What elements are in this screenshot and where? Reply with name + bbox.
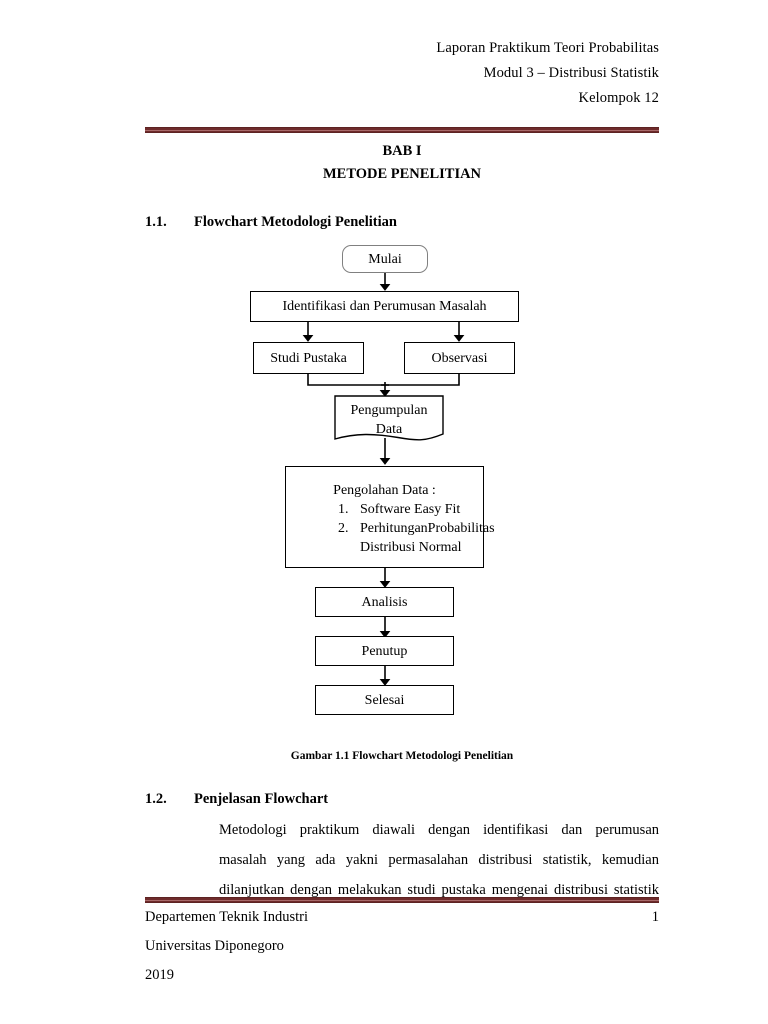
flow-node-processing: Pengolahan Data : 1. Software Easy Fit 2.… [285, 466, 495, 568]
flow-node-identify-label: Identifikasi dan Perumusan Masalah [282, 299, 487, 314]
flow-node-processing-item-2-label-cont: Distribusi Normal [360, 540, 462, 555]
flow-node-literature-label: Studi Pustaka [270, 350, 347, 366]
chapter-title: METODE PENELITIAN [322, 166, 482, 182]
flow-node-collect-data: Pengumpulan Data [334, 395, 444, 443]
flow-node-processing-item-1: 1. Software Easy Fit [338, 500, 483, 519]
footer-year: 2019 [145, 967, 174, 983]
body-paragraph-line-3: dilanjutkan dengan melakukan studi pusta… [219, 882, 659, 898]
flow-node-observation: Observasi [404, 342, 515, 374]
flow-node-processing-item-2-label: PerhitunganProbabilitas [360, 521, 495, 536]
flow-node-processing-item-1-label: Software Easy Fit [360, 502, 461, 517]
flow-node-processing-item-2-cont: Distribusi Normal [338, 538, 483, 557]
page-footer: Departemen Teknik Industri 1 Universitas… [145, 903, 659, 990]
flow-node-observation-label: Observasi [431, 350, 488, 366]
body-paragraph-line-2: masalah yang ada yakni permasalahan dist… [219, 852, 659, 868]
footer-row-year: 2019 [145, 961, 659, 990]
flow-node-end: Selesai [315, 685, 454, 715]
flow-node-processing-list: 1. Software Easy Fit 2. PerhitunganProbabi… [286, 500, 495, 557]
section-number-1-1: 1.1. [145, 214, 167, 230]
flow-node-closing-label: Penutup [361, 643, 408, 659]
header-line-report: Laporan Praktikum Teori Probabilitas [436, 40, 659, 56]
body-paragraph-line-1: Metodologi praktikum diawali dengan iden… [219, 822, 659, 838]
footer-page-number: 1 [651, 909, 659, 925]
header-line-module: Modul 3 – Distribusi Statistik [483, 65, 659, 81]
flow-node-analysis-label: Analisis [361, 594, 408, 610]
section-heading-1-1: 1.1. Flowchart Metodologi Penelitian [145, 214, 397, 231]
flow-node-analysis: Analisis [315, 587, 454, 617]
flow-node-closing: Penutup [315, 636, 454, 666]
section-number-1-2: 1.2. [145, 791, 167, 807]
flow-node-collect-data-line2: Data [375, 422, 403, 437]
figure-caption: Gambar 1.1 Flowchart Metodologi Peneliti… [290, 750, 514, 762]
flow-node-start: Mulai [342, 245, 428, 273]
flow-node-processing-item-2: 2. PerhitunganProbabilitas [338, 519, 495, 538]
header-line-group: Kelompok 12 [578, 90, 659, 106]
flow-node-collect-data-line1: Pengumpulan [350, 403, 428, 418]
flow-node-processing-title: Pengolahan Data : [333, 483, 436, 498]
flow-node-start-label: Mulai [368, 251, 402, 267]
page-header: Laporan Praktikum Teori Probabilitas Mod… [145, 36, 659, 111]
section-title-1-2: Penjelasan Flowchart [194, 791, 329, 807]
flow-node-identify: Identifikasi dan Perumusan Masalah [250, 291, 519, 322]
footer-divider-rule [145, 897, 659, 903]
flow-node-processing-item-1-marker: 1. [338, 502, 349, 517]
flow-node-end-label: Selesai [364, 692, 405, 708]
flow-node-literature: Studi Pustaka [253, 342, 364, 374]
body-paragraph: Metodologi praktikum diawali dengan iden… [145, 815, 659, 905]
footer-university: Universitas Diponegoro [145, 938, 284, 954]
header-divider-rule [145, 127, 659, 133]
footer-row-university: Universitas Diponegoro [145, 932, 659, 961]
footer-department: Departemen Teknik Industri [145, 909, 309, 925]
document-shape-icon [334, 395, 444, 441]
section-title-1-1: Flowchart Metodologi Penelitian [194, 214, 397, 230]
chapter-label: BAB I [382, 143, 422, 159]
section-heading-1-2: 1.2. Penjelasan Flowchart [145, 791, 328, 808]
flow-node-processing-item-2-marker: 2. [338, 521, 349, 536]
footer-row-department: Departemen Teknik Industri 1 [145, 903, 659, 932]
